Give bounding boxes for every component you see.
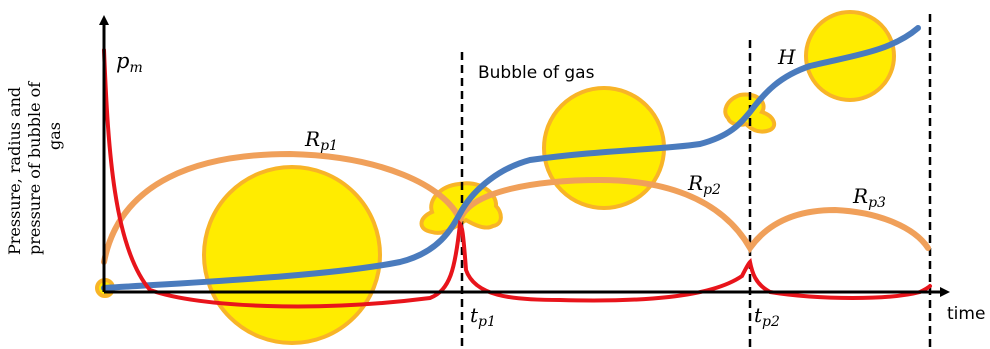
label-rp1-sub: p1 [320, 138, 338, 154]
label-rp3-base: R [852, 184, 868, 208]
label-tp1-base: t [470, 303, 479, 327]
y-axis-label-line-3: gas [45, 122, 64, 150]
radius-curve [101, 150, 931, 265]
label-rp3: Rp3 [852, 184, 886, 211]
label-pm-base: p [116, 49, 129, 73]
pressure-curve [102, 48, 932, 309]
label-rp2-base: R [687, 171, 703, 195]
label-tp2: tp2 [754, 303, 780, 330]
bubble-of-gas-annotation: Bubble of gas [478, 63, 595, 83]
label-rp1: Rp1 [304, 127, 338, 154]
label-tp1: tp1 [470, 303, 496, 330]
label-tp2-sub: p2 [762, 314, 780, 330]
label-rp3-sub: p3 [868, 195, 886, 211]
gas-pressure-curve [101, 25, 921, 291]
y-axis-label-line-2: pressure of bubble of [25, 81, 44, 255]
label-tp2-base: t [754, 303, 763, 327]
x-axis-label: time [947, 304, 985, 324]
label-rp2-sub: p2 [703, 182, 721, 198]
label-tp1-sub: p1 [478, 314, 496, 330]
label-h: H [777, 45, 796, 69]
label-pm: pm [116, 49, 143, 76]
label-rp1-base: R [304, 127, 320, 151]
bubble-large-first-cycle [202, 165, 382, 345]
label-pm-sub: m [129, 60, 142, 76]
y-axis-label-line-1: Pressure, radius and [5, 87, 24, 255]
label-rp2: Rp2 [687, 171, 721, 198]
label-h-base: H [777, 45, 796, 69]
